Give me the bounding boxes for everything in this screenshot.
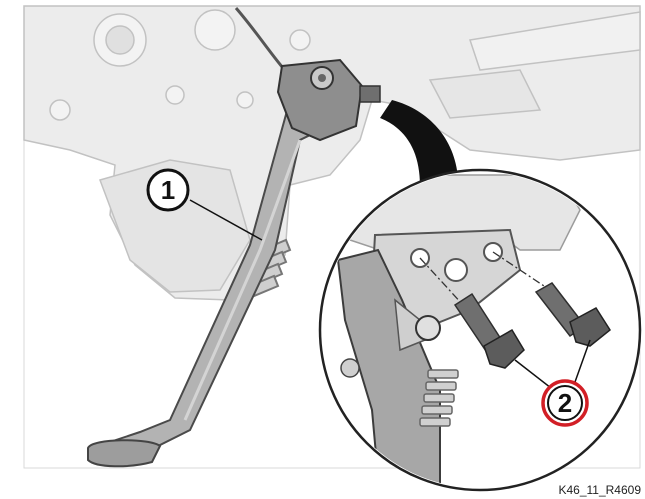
detail-pointer-arrow [380, 100, 458, 186]
callout-1-leader [189, 199, 263, 241]
side-stand [87, 58, 381, 468]
bolt-right [534, 282, 611, 347]
callout-1: 1 [146, 168, 190, 212]
callout-2-leader-b [574, 339, 591, 383]
figure-id: K46_11_R4609 [558, 483, 641, 497]
sensor-cable [234, 7, 285, 69]
detail-spring [419, 369, 459, 427]
callout-1-number: 1 [161, 175, 175, 205]
engine-block [23, 5, 641, 301]
callout-2: 2 [541, 379, 589, 427]
detail-pivot [415, 315, 441, 341]
bolt-left [453, 292, 525, 369]
stand-leg-detail [336, 248, 441, 488]
callout-2-number: 2 [558, 388, 572, 418]
stand-foot [87, 439, 162, 468]
